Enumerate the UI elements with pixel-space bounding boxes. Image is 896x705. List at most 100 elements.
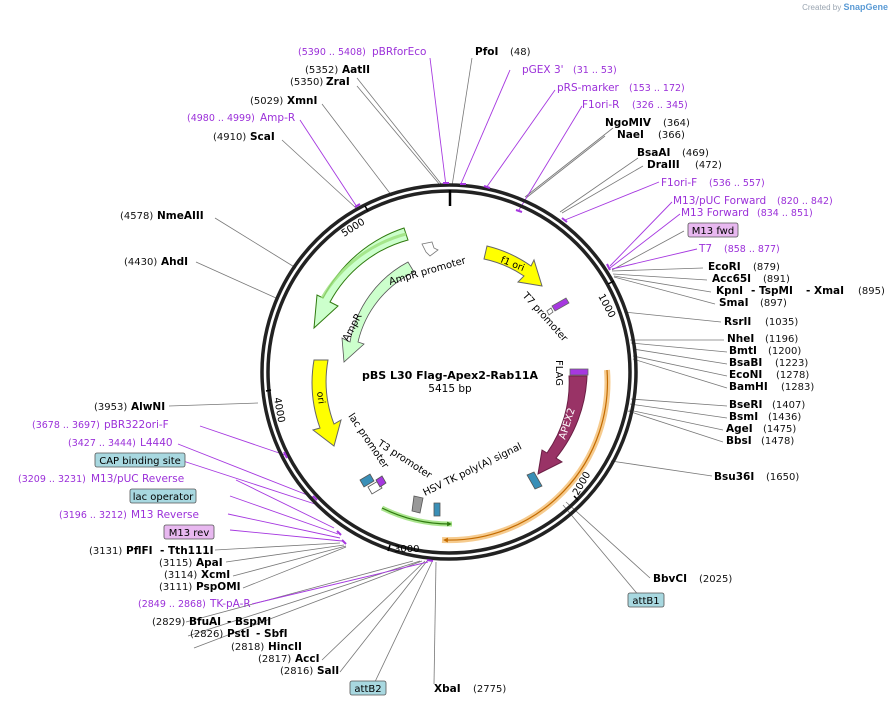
box-lac-operator[interactable]: lac operator [129, 488, 197, 504]
l-kpni-n-label: KpnI [716, 285, 743, 297]
l-psp-n-label: PspOMI [196, 581, 241, 593]
l-econi-n-label: EcoNI [729, 369, 762, 381]
l-bfuai-n-label: BfuAI [189, 616, 221, 628]
l-xbai-n-label: XbaI [434, 683, 461, 695]
l-naei-n-label: NaeI [617, 129, 644, 141]
l-pfoi-c-label: (48) [510, 47, 531, 58]
l-ahdi-n-label: AhdI [161, 256, 188, 268]
l-l4440-c-label: (3427 .. 3444) [68, 438, 136, 449]
l-acc65i-c-label: (891) [763, 274, 790, 285]
l-m13pucf-n-label: M13/pUC Forward [673, 195, 766, 207]
l-draiii-n-label: DraIII [647, 159, 680, 171]
backbone-markers [283, 182, 611, 562]
l-nmeaiii-n-label: NmeAIII [157, 210, 204, 222]
l-tkpa-n-label: TK-pA-R [209, 598, 251, 610]
l-bsaai-c-label: (469) [682, 148, 709, 159]
flag-label: FLAG [553, 360, 564, 386]
l-prs-c-label: (153 .. 172) [629, 83, 685, 94]
box-cap-binding-site[interactable]: CAP binding site [94, 452, 186, 468]
cap-label: CAP binding site [99, 456, 181, 467]
snapgene-credit: Created by SnapGene [802, 2, 888, 12]
l-pfoi-n-label: PfoI [475, 46, 498, 58]
l-aatii-c-label: (5352) [305, 65, 338, 76]
l-m13pucrev-n-label: M13/pUC Reverse [91, 473, 184, 485]
attb1-label: attB1 [632, 596, 659, 607]
l-scai-n-label: ScaI [250, 131, 275, 143]
l-bmti-c-label: (1200) [768, 346, 801, 357]
l-prs-n-label: pRS-marker [557, 82, 620, 94]
l-m13rev-n-label: M13 Reverse [131, 509, 199, 521]
l-econi-c-label: (1278) [776, 370, 809, 381]
tick-3000: 3000 [394, 544, 419, 555]
l-pgex-n-label: pGEX 3' [522, 64, 564, 76]
feature-t7-promoter: T7 promoter [519, 290, 570, 345]
l-alwni-n-label: AlwNI [131, 401, 165, 413]
l-m13f-n-label: M13 Forward [681, 207, 749, 219]
l-f1orir-c-label: (326 .. 345) [632, 100, 688, 111]
l-aatii-n-label: AatII [342, 64, 370, 76]
l-hincii-n-label: HincII [268, 641, 302, 653]
l-psti-n-label: PstI [227, 628, 250, 640]
l-bsaai-n-label: BsaAI [637, 147, 670, 159]
l-zrai-c-label: (5350) [290, 77, 323, 88]
l-tspmi-n-label: - TspMI [751, 285, 793, 297]
l-ngomiv-c-label: (364) [663, 118, 690, 129]
l-pgex-c-label: (31 .. 53) [573, 65, 617, 76]
l-bseri-n-label: BseRI [729, 399, 762, 411]
l-f1orif-c-label: (536 .. 557) [709, 178, 765, 189]
tick-4000: 4000 [271, 397, 286, 424]
l-f1orir-n-label: F1ori-R [582, 99, 619, 111]
l-psti-c-label: (2826) [190, 629, 223, 640]
credit-prefix: Created by [802, 3, 842, 12]
l-pflfi-n-label: PflFI [126, 545, 153, 557]
l-xmai-n-label: - XmaI [806, 285, 844, 297]
l-bbvci-c-label: (2025) [699, 574, 732, 585]
l-m13pucrev-c-label: (3209 .. 3231) [18, 474, 86, 485]
l-agei-n-label: AgeI [726, 423, 753, 435]
l-acc65i-n-label: Acc65I [712, 273, 751, 285]
l-nhei-c-label: (1196) [765, 334, 798, 345]
l-ecori-c-label: (879) [753, 262, 780, 273]
l-ahdi-c-label: (4430) [124, 257, 157, 268]
feature-apex2: APEX2 [537, 375, 588, 475]
feature-ori: ori [311, 359, 342, 447]
l-pbr322-c-label: (3678 .. 3697) [32, 420, 100, 431]
l-rsrii-c-label: (1035) [765, 317, 798, 328]
l-xmni-n-label: XmnI [287, 95, 317, 107]
l-bsu36i-n-label: Bsu36I [714, 471, 754, 483]
feature-flag: FLAG [553, 360, 589, 386]
l-apai-c-label: (3115) [159, 558, 192, 569]
m13-rev-label: M13 rev [169, 528, 210, 539]
f1-ori-label: f1 ori [499, 255, 526, 274]
l-psp-c-label: (3111) [159, 582, 192, 593]
l-nhei-n-label: NheI [727, 333, 754, 345]
l-l4440-n-label: L4440 [140, 437, 173, 449]
leader-lines [168, 57, 728, 687]
l-scai-c-label: (4910) [213, 132, 246, 143]
l-ampr-c-label: (4980 .. 4999) [187, 113, 255, 124]
feature-leader-lines [177, 57, 698, 605]
box-m13-fwd[interactable]: M13 fwd [687, 222, 739, 238]
l-sbfi-n-label: - SbfI [256, 628, 288, 640]
t7-promoter-label: T7 promoter [519, 290, 570, 345]
backbone [260, 183, 638, 561]
insert-arc [441, 369, 611, 544]
l-smai-c-label: (897) [760, 298, 787, 309]
l-xcmi-n-label: XcmI [201, 569, 230, 581]
l-agei-c-label: (1475) [763, 424, 796, 435]
l-xmni-c-label: (5029) [250, 96, 283, 107]
l-ampr-n-label: Amp-R [260, 112, 295, 124]
l-m13pucf-c-label: (820 .. 842) [777, 196, 833, 207]
promoter-arc [380, 505, 453, 527]
box-m13-rev[interactable]: M13 rev [163, 524, 215, 540]
l-bsmi-n-label: BsmI [729, 411, 758, 423]
m13-fwd-label: M13 fwd [692, 226, 734, 237]
box-attb1[interactable]: attB1 [627, 592, 665, 608]
l-hincii-c-label: (2818) [231, 642, 264, 653]
l-t7-c-label: (858 .. 877) [724, 244, 780, 255]
l-bbsi-n-label: BbsI [726, 435, 752, 447]
feature-f1-ori: f1 ori [483, 245, 543, 287]
box-attb2[interactable]: attB2 [349, 680, 387, 696]
l-pbrfor-n-label: pBRforEco [372, 46, 426, 58]
